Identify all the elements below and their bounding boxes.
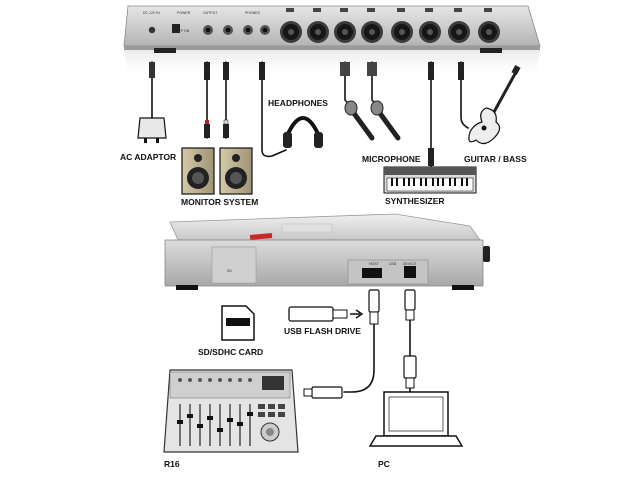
usb-marking: USB — [389, 262, 397, 266]
sd-card-label: SD/SDHC CARD — [198, 347, 263, 357]
dc-in-marking: DC 12V IN — [143, 11, 160, 15]
monitor-cables — [204, 61, 229, 139]
monitor-speaker-right — [219, 147, 253, 195]
usb-cable-pc — [403, 289, 417, 401]
synthesizer — [383, 166, 477, 194]
phones-marking: PHONES — [245, 11, 260, 15]
power-marking: POWER — [177, 11, 191, 15]
usb-flash-drive-label: USB FLASH DRIVE — [284, 326, 361, 336]
r16-label: R16 — [164, 459, 180, 469]
usb-host-port — [362, 268, 382, 278]
monitor-speaker-left — [181, 147, 215, 195]
r16-recorder — [163, 369, 299, 453]
synthesizer-cable — [428, 61, 434, 167]
dc-jack — [148, 26, 156, 34]
usb-device-port — [404, 266, 416, 278]
usb-device-marking: DEVICE — [403, 262, 417, 266]
pc-laptop — [368, 391, 464, 447]
microphone-1 — [344, 100, 375, 141]
microphone-label: MICROPHONE — [362, 154, 421, 164]
usb-flash-drive — [288, 306, 364, 322]
ac-adaptor-label: AC ADAPTOR — [120, 152, 176, 162]
input-jacks — [280, 21, 500, 43]
monitor-system-label: MONITOR SYSTEM — [181, 197, 258, 207]
usb-host-marking: HOST — [369, 262, 380, 266]
power-on-marking: ON — [184, 29, 190, 33]
guitar — [458, 61, 521, 145]
output-marking: OUTPUT — [203, 11, 218, 15]
microphone-2 — [370, 100, 401, 141]
sd-card — [221, 305, 255, 341]
device-side-view: SD HOST USB DEVICE — [164, 213, 490, 290]
guitar-bass-label: GUITAR / BASS — [464, 154, 527, 164]
usb-cable-r16 — [303, 289, 380, 399]
pc-label: PC — [378, 459, 390, 469]
headphones — [259, 61, 323, 158]
output-jacks — [203, 25, 233, 35]
phones-jack — [243, 25, 270, 35]
synthesizer-label: SYNTHESIZER — [385, 196, 445, 206]
rear-panel: DC 12V IN POWER OUTPUT PHONES ON OFF — [123, 5, 541, 80]
ac-adaptor — [137, 61, 167, 143]
headphones-label: HEADPHONES — [268, 98, 328, 108]
power-switch — [172, 24, 180, 33]
sd-slot-marking: SD — [227, 269, 232, 273]
